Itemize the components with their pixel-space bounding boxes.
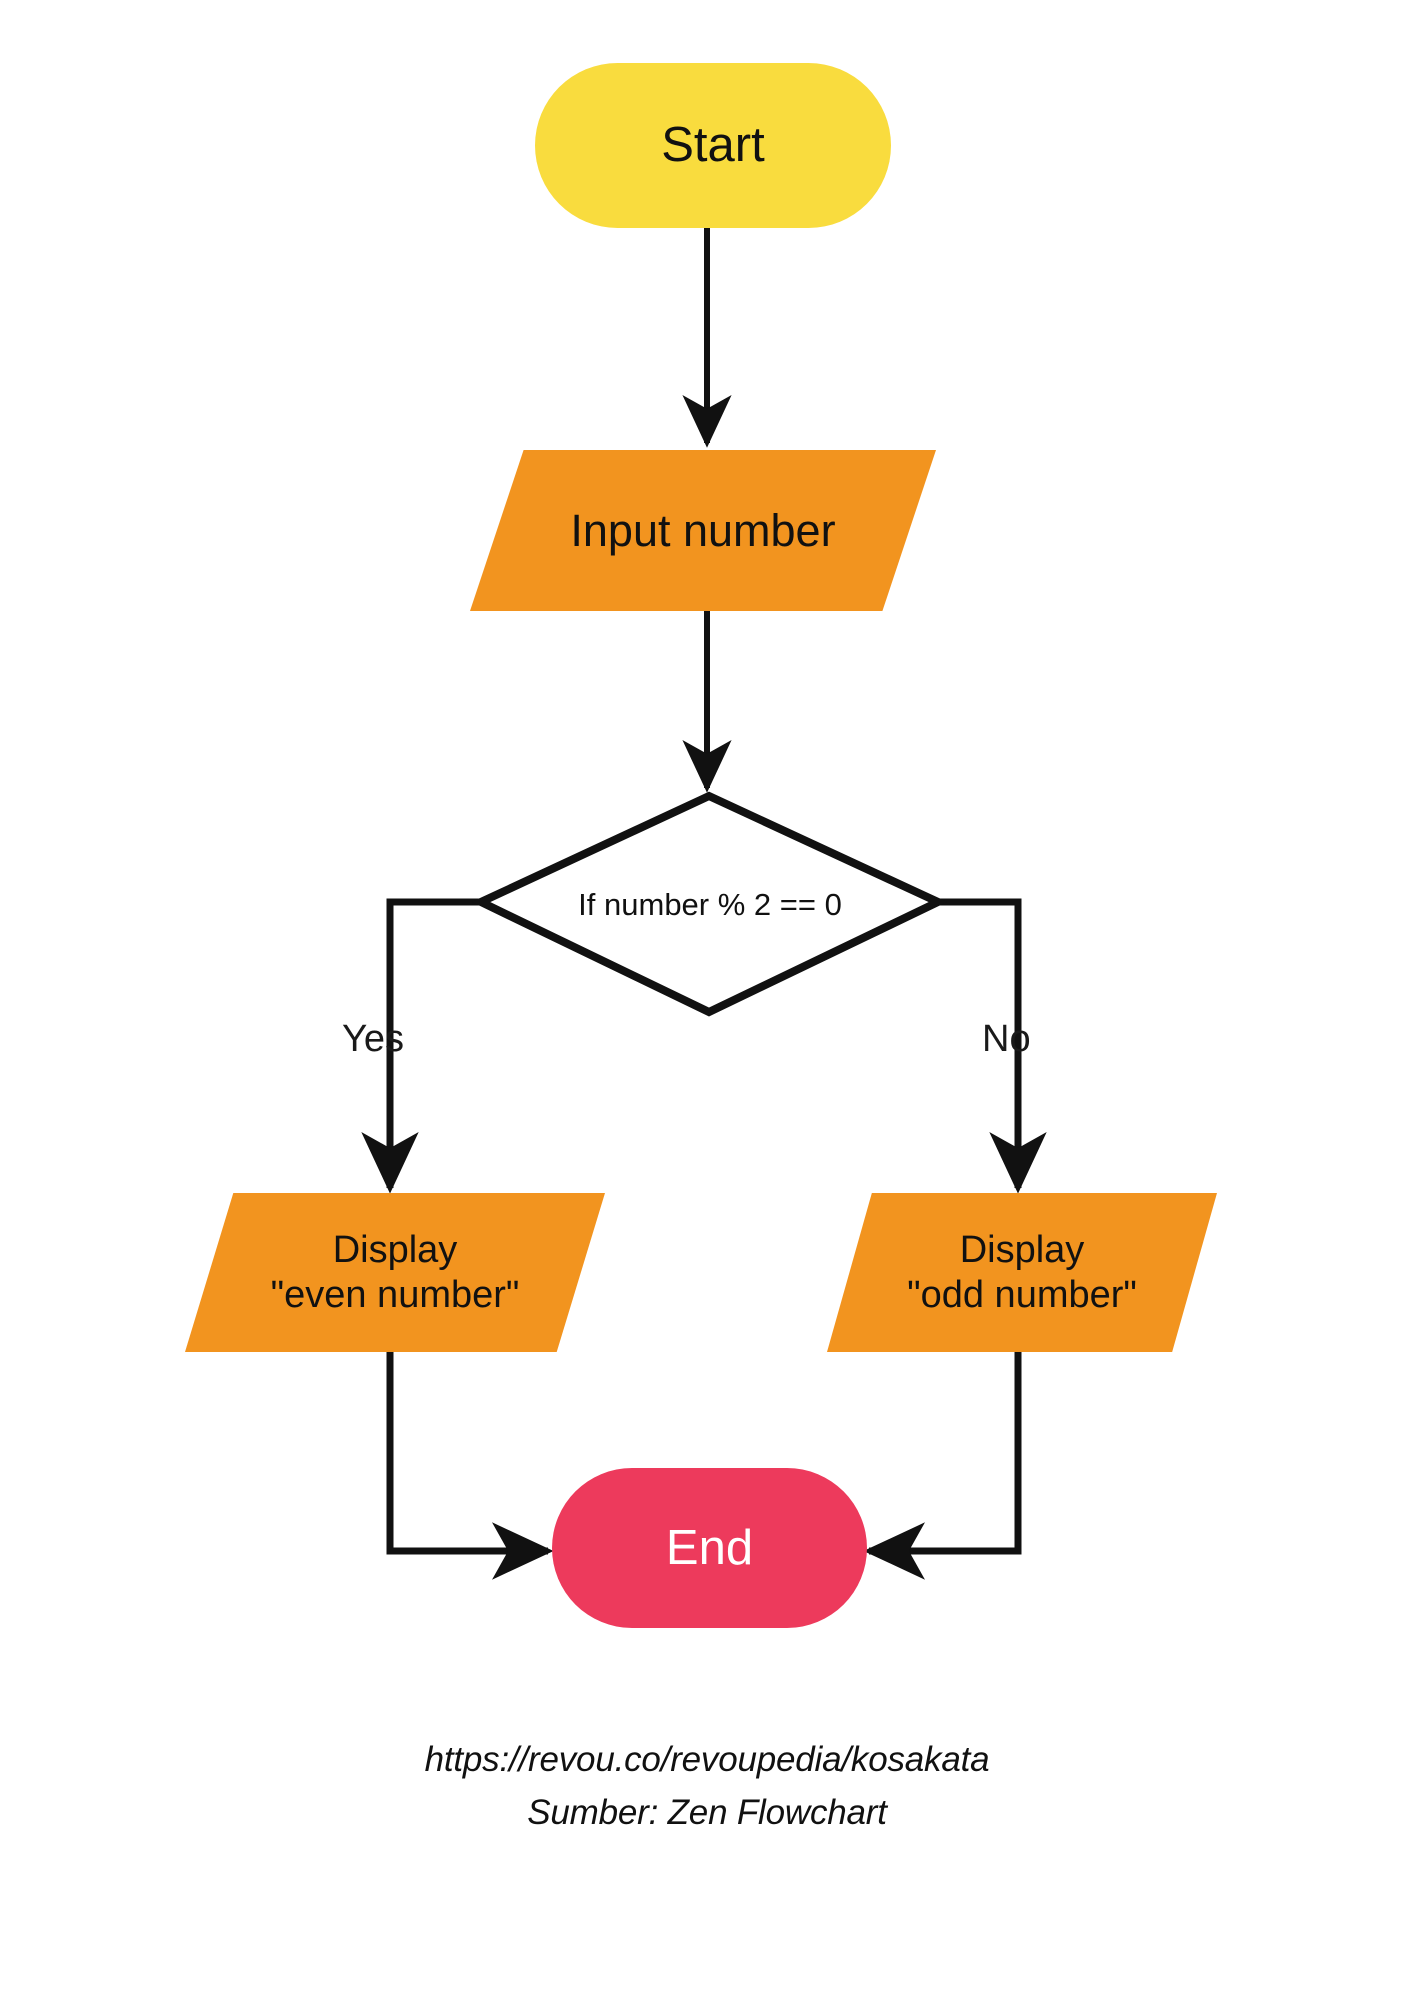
node-start[interactable]: Start xyxy=(535,63,891,228)
node-start-label: Start xyxy=(661,118,765,173)
edge-display-odd-to-end xyxy=(863,1352,1022,1580)
node-decision-label: If number % 2 == 0 xyxy=(578,887,842,922)
node-decision[interactable]: If number % 2 == 0 xyxy=(481,796,939,1014)
branch-label-yes: Yes xyxy=(342,1018,404,1060)
node-end[interactable]: End xyxy=(552,1468,867,1628)
footer-url: https://revou.co/revoupedia/kosakata xyxy=(424,1740,990,1779)
node-input-number[interactable]: Input number xyxy=(470,450,936,611)
node-input-number-shape xyxy=(470,450,936,611)
node-display-even-number-shape xyxy=(185,1193,605,1352)
footer-source: Sumber: Zen Flowchart xyxy=(527,1793,887,1832)
edge-display-even-to-end xyxy=(386,1352,554,1580)
node-display-even-number-label: Display "even number" xyxy=(270,1228,520,1316)
node-input-number-label: Input number xyxy=(570,504,836,556)
node-end-label: End xyxy=(665,1520,754,1575)
node-display-odd-number[interactable]: Display "odd number" xyxy=(827,1193,1217,1352)
node-display-even-number[interactable]: Display "even number" xyxy=(185,1193,605,1352)
branch-label-no: No xyxy=(982,1018,1031,1060)
node-display-odd-number-label: Display "odd number" xyxy=(907,1228,1137,1316)
node-display-odd-number-shape xyxy=(827,1193,1217,1352)
